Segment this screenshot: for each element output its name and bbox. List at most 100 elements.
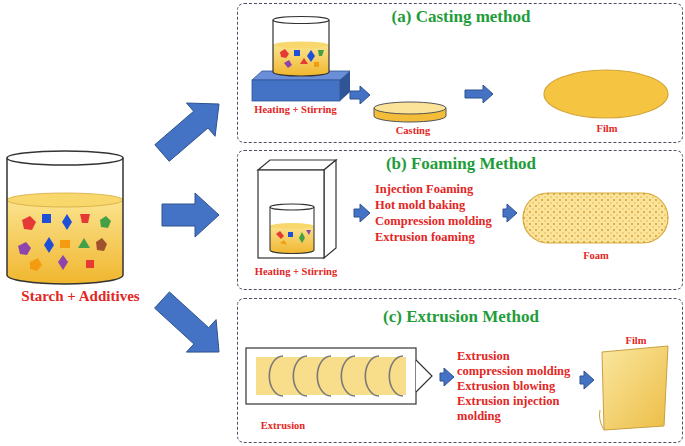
text-area: (b) Foaming Method	[331, 154, 591, 174]
additive-particles-part	[22, 216, 36, 230]
block-arrow	[155, 292, 219, 352]
starch-beaker-part	[7, 200, 123, 284]
additive-particles-part	[78, 238, 90, 248]
step-label: Extrusion	[243, 419, 323, 432]
small-beaker-part	[314, 62, 319, 67]
oven	[258, 160, 336, 258]
oven-beaker-part	[280, 240, 287, 245]
text-area: Film	[599, 334, 673, 347]
small-beaker-part	[307, 50, 315, 62]
step-label: Heating + Stirring	[243, 103, 348, 116]
panel-title: (a) Casting method	[331, 7, 591, 27]
process-list: Extrusion compression moldingExtrusion b…	[456, 347, 578, 431]
text-area: Casting	[373, 124, 453, 137]
starch-beaker-part	[7, 151, 123, 165]
additive-particles-part	[100, 216, 111, 228]
small-beaker-part	[300, 58, 308, 64]
oven-beaker-part	[270, 207, 314, 254]
text-area: Foam	[556, 249, 636, 262]
foam-slab-part	[523, 193, 668, 243]
process-list: Injection FoamingHot mold bakingCompress…	[373, 179, 501, 251]
screw-flights-part	[269, 356, 283, 396]
method-panel: (b) Foaming MethodHeating + Stirring Inje…	[237, 150, 683, 290]
block-arrow	[162, 193, 219, 237]
small-beaker-part	[273, 45, 329, 76]
foam-product: Foam	[519, 191, 675, 265]
oven-beaker-part	[270, 223, 314, 229]
oven-part	[258, 160, 336, 170]
small-beaker-part	[273, 17, 329, 24]
film-sheet-part	[602, 346, 668, 430]
additive-particles	[18, 214, 111, 271]
oven-beaker	[270, 204, 314, 254]
additive-particles-part	[18, 242, 31, 255]
step-arrow	[503, 204, 517, 222]
text-area: Injection FoamingHot mold bakingCompress…	[375, 181, 499, 245]
oven-beaker-part	[270, 204, 314, 210]
text-area: (c) Extrusion Method	[331, 307, 591, 327]
small-beaker-part	[318, 50, 324, 56]
step-label: Casting	[373, 124, 453, 137]
process-name: Extrusion injection molding	[457, 394, 577, 424]
oven-part	[324, 160, 336, 258]
additive-particles-part	[60, 240, 70, 248]
panel-title: (c) Extrusion Method	[331, 307, 591, 327]
process-name: Extrusion compression molding	[457, 349, 577, 379]
additive-particles-part	[80, 214, 90, 223]
step-label: Heating + Stirring	[241, 265, 351, 278]
additive-particles-part	[30, 258, 42, 271]
small-beaker-part	[273, 20, 329, 76]
text-area: Extrusion	[243, 419, 323, 432]
step-arrow	[350, 86, 370, 104]
method-panel: (c) Extrusion MethodExtrusion Extrusion c…	[237, 298, 683, 443]
screw-flights	[269, 356, 403, 396]
small-beaker-part	[280, 49, 289, 58]
starch-beaker-group: Starch + Additives	[3, 148, 158, 308]
additive-particles-part	[42, 214, 51, 223]
screw-flights-part	[365, 356, 379, 396]
extruder-part	[246, 348, 416, 404]
text-area: Heating + Stirring	[243, 103, 348, 116]
casting-dish-part	[374, 102, 446, 114]
screw-flights-part	[389, 356, 403, 396]
product-label: Foam	[556, 249, 636, 262]
additive-particles-part	[86, 260, 94, 268]
product-label: Film	[599, 334, 673, 347]
foam-slab-part	[523, 193, 668, 243]
beaker-label: Starch + Additives	[3, 287, 158, 305]
film-disc-part	[544, 70, 668, 118]
hot-plate-part	[252, 80, 340, 101]
extruder-part	[416, 360, 432, 392]
block-arrow	[155, 103, 219, 161]
text-area: (a) Casting method	[331, 7, 591, 27]
oven-part	[258, 170, 324, 258]
additive-particles-part	[96, 238, 107, 251]
process-name: Extrusion foaming	[375, 229, 499, 245]
extruder	[246, 348, 432, 404]
step-arrow	[465, 85, 493, 103]
oven-beaker-part	[306, 230, 311, 235]
step-arrow	[580, 371, 594, 389]
film-sheet-part	[600, 410, 605, 430]
extrusion-step: Extrusion	[243, 343, 438, 437]
starch-beaker-part	[7, 193, 123, 207]
heating-step: Heating + Stirring	[243, 15, 348, 118]
additive-particles-part	[44, 237, 54, 253]
step-arrow	[440, 368, 454, 386]
foam-slab	[523, 193, 668, 243]
small-beaker	[273, 17, 329, 77]
process-name: Hot mold baking	[375, 197, 499, 213]
step-arrow	[354, 204, 370, 222]
small-beaker-part	[294, 50, 300, 56]
casting-dish	[374, 102, 446, 122]
small-beaker-part	[273, 42, 329, 49]
process-name: Injection Foaming	[375, 181, 499, 197]
oven-beaker-part	[270, 226, 314, 254]
oven-beaker-part	[299, 232, 305, 243]
method-panel: (a) Casting methodHeating + StirringCast…	[237, 3, 683, 143]
oven-beaker-part	[276, 231, 284, 239]
starch-beaker	[7, 151, 123, 284]
